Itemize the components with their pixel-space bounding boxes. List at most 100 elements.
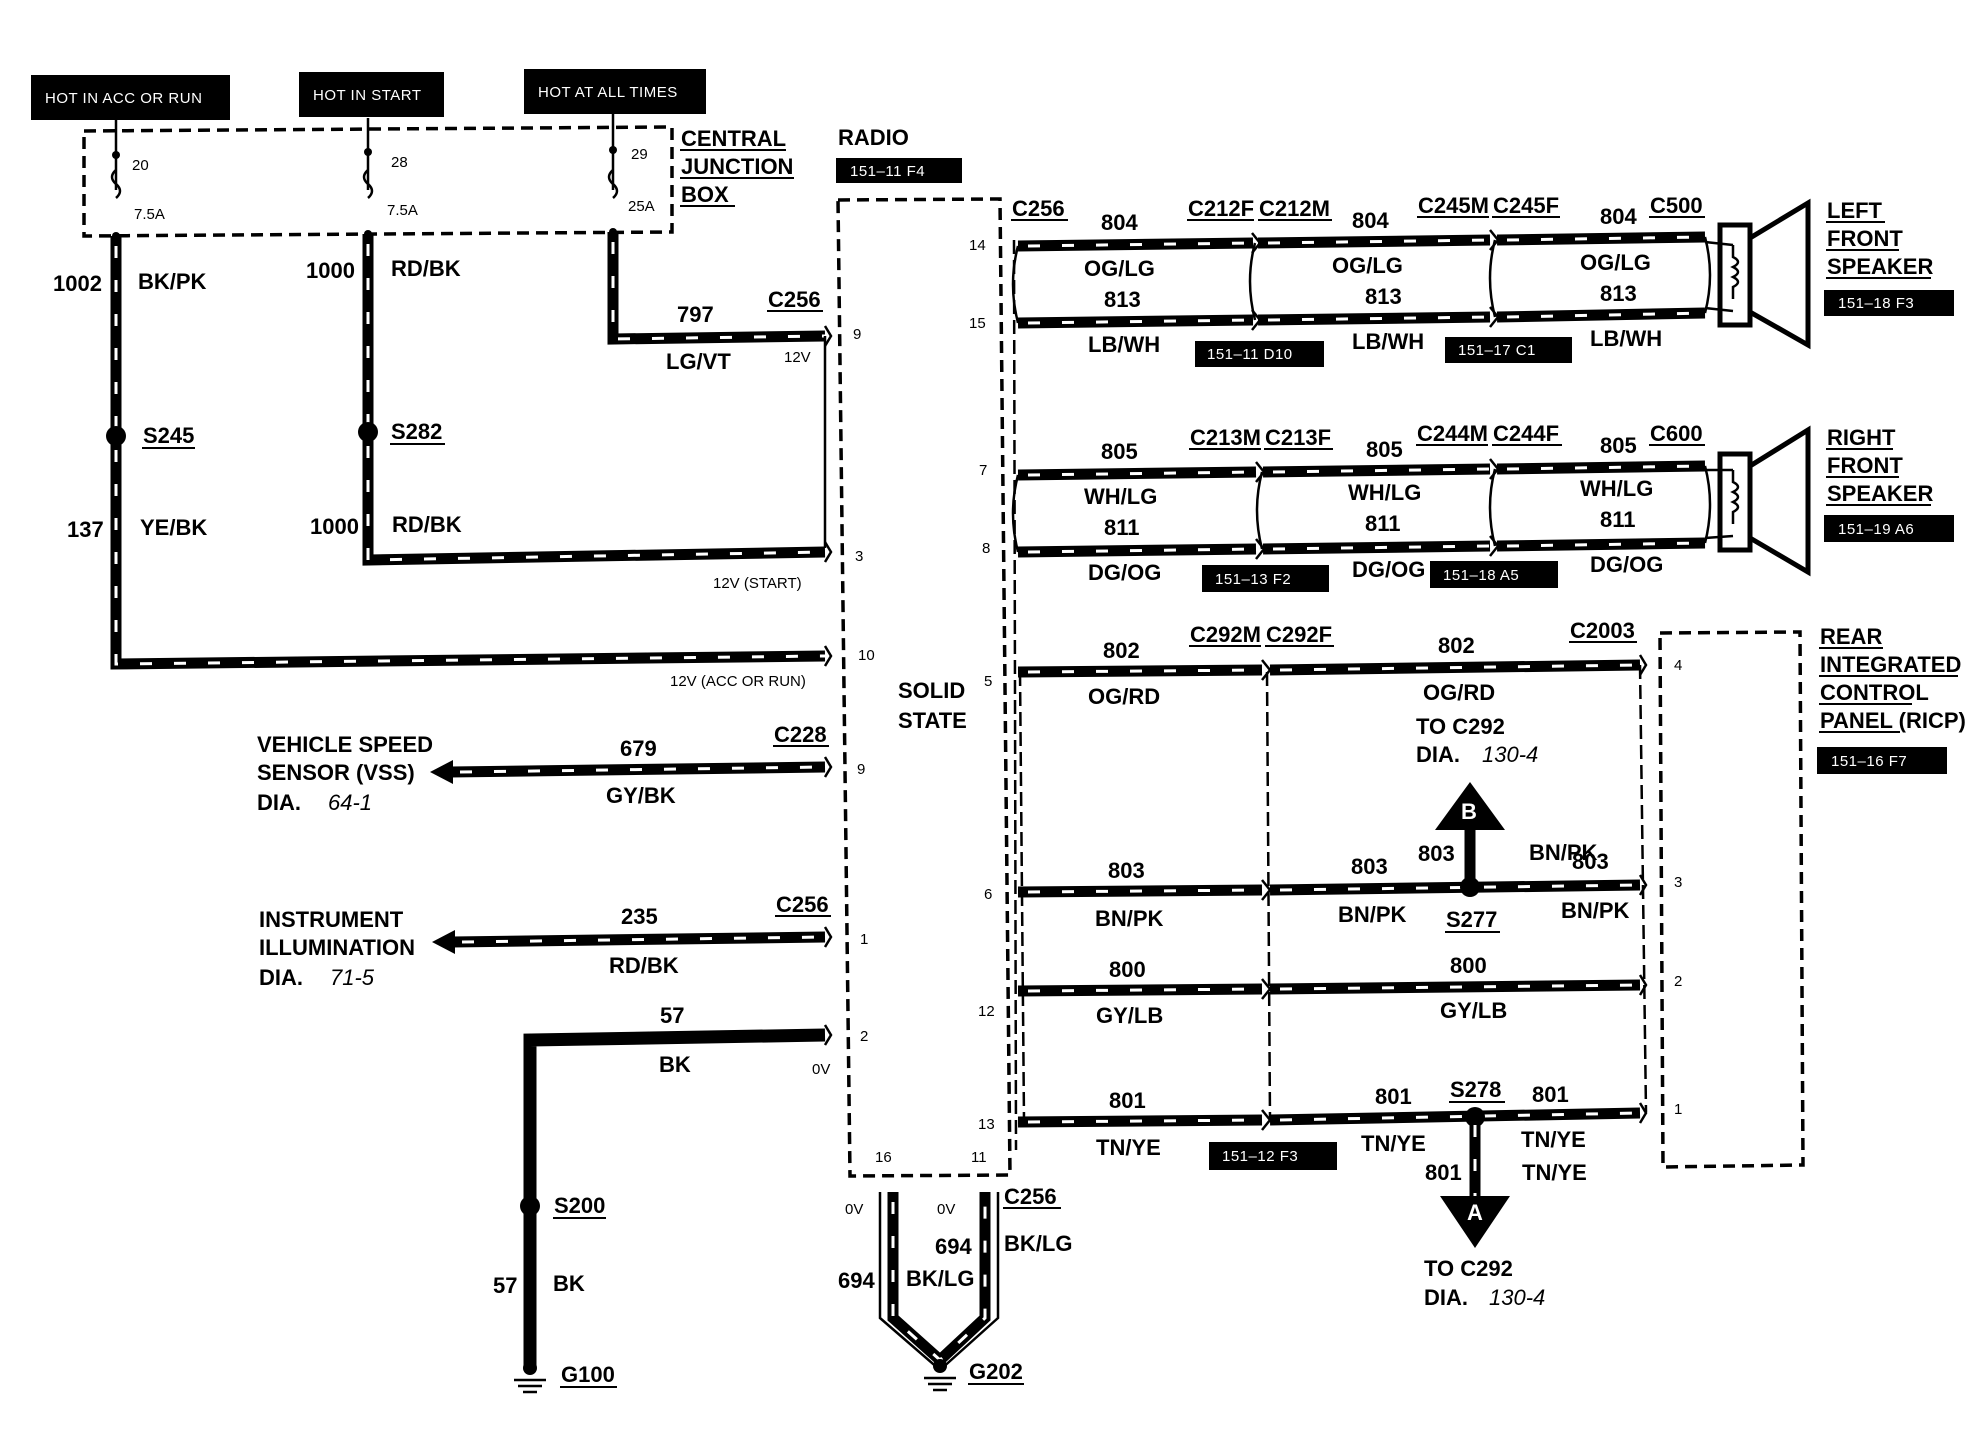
svg-text:A: A [1467, 1200, 1483, 1225]
svg-text:TN/YE: TN/YE [1096, 1135, 1161, 1160]
svg-text:8: 8 [982, 540, 990, 557]
svg-text:151–18 A5: 151–18 A5 [1443, 567, 1519, 584]
svg-text:GY/BK: GY/BK [606, 783, 676, 808]
svg-text:C292M: C292M [1190, 622, 1261, 647]
svg-text:BK/LG: BK/LG [906, 1266, 974, 1291]
svg-text:RD/BK: RD/BK [392, 512, 462, 537]
wire-1000-upper: 1000 RD/BK [306, 234, 461, 432]
svg-text:801: 801 [1425, 1160, 1462, 1185]
svg-text:13: 13 [978, 1116, 995, 1133]
svg-text:S245: S245 [143, 423, 194, 448]
svg-text:25A: 25A [628, 198, 655, 215]
svg-text:REAR: REAR [1820, 624, 1882, 649]
svg-text:2: 2 [860, 1028, 868, 1045]
wire-1000-lower: 1000 RD/BK 12V (START) [310, 432, 826, 592]
svg-text:9: 9 [853, 326, 861, 343]
svg-text:803: 803 [1108, 858, 1145, 883]
svg-text:801: 801 [1375, 1084, 1412, 1109]
svg-text:DIA.: DIA. [257, 790, 301, 815]
svg-text:OG/LG: OG/LG [1332, 253, 1403, 278]
svg-text:BN/PK: BN/PK [1338, 902, 1407, 927]
splice-s245: S245 [106, 423, 195, 449]
svg-text:71-5: 71-5 [330, 965, 375, 990]
wire-679: 679 GY/BK C228 VEHICLE SPEED SENSOR (VSS… [257, 722, 829, 815]
left-speaker-label: LEFT FRONT SPEAKER 151–18 F3 [1824, 198, 1954, 316]
right-speaker-circuit: 805 C213M C213F 805 C244M C244F 805 C600… [1011, 421, 1712, 592]
svg-text:694: 694 [838, 1268, 875, 1293]
wire-57: 57 BK 0V [523, 1003, 830, 1370]
svg-text:804: 804 [1352, 208, 1389, 233]
svg-text:BK: BK [553, 1271, 585, 1296]
svg-text:TO C292: TO C292 [1424, 1256, 1513, 1281]
svg-text:1: 1 [1674, 1101, 1682, 1118]
svg-text:C244F: C244F [1493, 421, 1559, 446]
svg-text:HOT IN ACC OR RUN: HOT IN ACC OR RUN [45, 90, 202, 107]
wire-1002: 1002 BK/PK [53, 236, 207, 436]
splice-s200: S200 57 BK [493, 1193, 606, 1298]
svg-text:12V (ACC OR RUN): 12V (ACC OR RUN) [670, 673, 806, 690]
svg-text:C256: C256 [1004, 1184, 1057, 1209]
header-box-start: HOT IN START [299, 72, 444, 117]
wire-137: 137 YE/BK 12V (ACC OR RUN) [67, 436, 826, 690]
svg-text:20: 20 [132, 157, 149, 174]
svg-text:RD/BK: RD/BK [391, 256, 461, 281]
svg-text:803: 803 [1351, 854, 1388, 879]
svg-text:RIGHT: RIGHT [1827, 425, 1896, 450]
svg-text:12V (START): 12V (START) [713, 575, 802, 592]
svg-text:DG/OG: DG/OG [1088, 560, 1161, 585]
svg-text:2: 2 [1674, 973, 1682, 990]
svg-text:235: 235 [621, 904, 658, 929]
svg-text:BOX: BOX [681, 182, 729, 207]
svg-text:4: 4 [1674, 657, 1682, 674]
svg-text:DIA.: DIA. [259, 965, 303, 990]
svg-text:INSTRUMENT: INSTRUMENT [259, 907, 404, 932]
svg-text:VEHICLE SPEED: VEHICLE SPEED [257, 732, 433, 757]
svg-text:800: 800 [1109, 957, 1146, 982]
svg-text:RADIO: RADIO [838, 125, 909, 150]
svg-text:797: 797 [677, 302, 714, 327]
svg-text:DG/OG: DG/OG [1352, 557, 1425, 582]
svg-text:TO C292: TO C292 [1416, 714, 1505, 739]
svg-text:813: 813 [1600, 281, 1637, 306]
svg-text:5: 5 [984, 673, 992, 690]
svg-text:1000: 1000 [306, 258, 355, 283]
svg-text:CENTRAL: CENTRAL [681, 126, 786, 151]
svg-text:SENSOR (VSS): SENSOR (VSS) [257, 760, 415, 785]
svg-text:C212M: C212M [1259, 196, 1330, 221]
wire-797: 797 LG/VT C256 12V [607, 232, 826, 374]
svg-text:151–12 F3: 151–12 F3 [1222, 1148, 1298, 1165]
svg-text:804: 804 [1600, 204, 1637, 229]
svg-text:S277: S277 [1446, 907, 1497, 932]
ground-g100: G100 [514, 1361, 617, 1394]
svg-text:RD/BK: RD/BK [609, 953, 679, 978]
svg-text:LB/WH: LB/WH [1590, 326, 1662, 351]
svg-text:BN/PK: BN/PK [1095, 906, 1164, 931]
svg-text:57: 57 [660, 1003, 684, 1028]
svg-text:679: 679 [620, 736, 657, 761]
header-box-all-times: HOT AT ALL TIMES [524, 69, 706, 114]
fuse-28: 28 7.5A [362, 118, 418, 238]
radio-right-pins: 14 15 7 8 5 6 12 13 [969, 237, 995, 1133]
svg-text:S200: S200 [554, 1193, 605, 1218]
svg-text:CONTROL: CONTROL [1820, 680, 1929, 705]
svg-text:C228: C228 [774, 722, 827, 747]
radio-left-pins: 9 3 10 9 1 2 [823, 325, 875, 1046]
svg-text:811: 811 [1104, 515, 1140, 540]
svg-text:7.5A: 7.5A [387, 202, 418, 219]
svg-text:3: 3 [1674, 874, 1682, 891]
svg-text:151–19 A6: 151–19 A6 [1838, 521, 1914, 538]
svg-text:S282: S282 [391, 419, 442, 444]
svg-text:C213M: C213M [1190, 425, 1261, 450]
svg-text:WH/LG: WH/LG [1084, 484, 1157, 509]
svg-text:7.5A: 7.5A [134, 206, 165, 223]
svg-text:151–17 C1: 151–17 C1 [1458, 342, 1536, 359]
svg-text:137: 137 [67, 517, 104, 542]
svg-text:C244M: C244M [1417, 421, 1488, 446]
svg-text:LB/WH: LB/WH [1352, 329, 1424, 354]
svg-text:803: 803 [1418, 841, 1455, 866]
svg-text:S278: S278 [1450, 1077, 1501, 1102]
svg-text:64-1: 64-1 [328, 790, 372, 815]
svg-text:29: 29 [631, 146, 648, 163]
svg-text:801: 801 [1109, 1088, 1146, 1113]
